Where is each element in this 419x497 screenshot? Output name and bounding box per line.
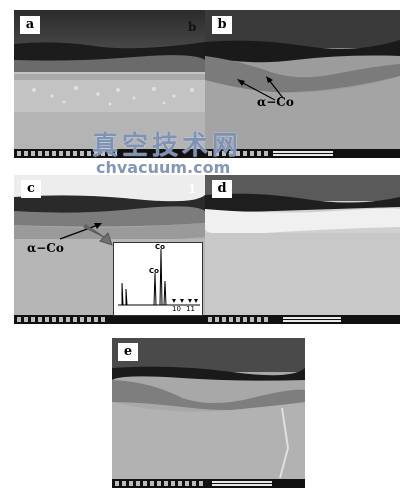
- micrograph-panel-a: a b: [14, 10, 205, 158]
- eds-axis-tick-10: 10: [172, 305, 181, 313]
- micrograph-panel-e: e: [112, 338, 305, 488]
- scale-bar-e: [112, 479, 305, 488]
- micrograph-a-image: [14, 10, 205, 158]
- arrow-icon: [59, 223, 102, 240]
- alpha-co-label-b: α−Co: [257, 95, 294, 109]
- panel-label-c: c: [21, 180, 41, 198]
- micrograph-e-image: [112, 338, 305, 488]
- eds-peak-label-co-2: Co: [149, 267, 159, 275]
- micrograph-panel-b: b α−Co: [205, 10, 400, 158]
- panel-label-e: e: [118, 343, 138, 361]
- micrograph-c-image: [14, 175, 205, 324]
- micrograph-d-image: [205, 175, 400, 324]
- wide-arrow-icon: [83, 224, 113, 246]
- eds-spectrum-plot: [118, 248, 200, 306]
- eds-axis-tick-11: 11: [186, 305, 195, 313]
- scale-bar-a: [14, 149, 205, 158]
- scale-bar-b: [205, 149, 400, 158]
- micrograph-panel-c: c 1 α−Co: [14, 175, 205, 324]
- panel-label-b: b: [212, 16, 232, 34]
- micrograph-b-image: [205, 10, 400, 158]
- scale-bar-c: [14, 315, 205, 324]
- watermark-chinese-text: 真空技术网: [92, 131, 243, 161]
- alpha-co-label-c: α−Co: [27, 241, 64, 255]
- panel-label-a: a: [20, 16, 40, 34]
- scale-bar-d: [205, 315, 400, 324]
- panel-sublabel-a: b: [188, 20, 197, 34]
- micrograph-panel-d: d: [205, 175, 400, 324]
- eds-peak-label-co-1: Co: [155, 243, 165, 251]
- eds-spectrum-inset: Co Co 10 11: [113, 242, 203, 316]
- panel-sublabel-c: 1: [188, 182, 197, 196]
- panel-label-d: d: [212, 180, 232, 198]
- arrow-icon: [237, 76, 284, 101]
- watermark-url-text: chvacuum.com: [96, 158, 231, 177]
